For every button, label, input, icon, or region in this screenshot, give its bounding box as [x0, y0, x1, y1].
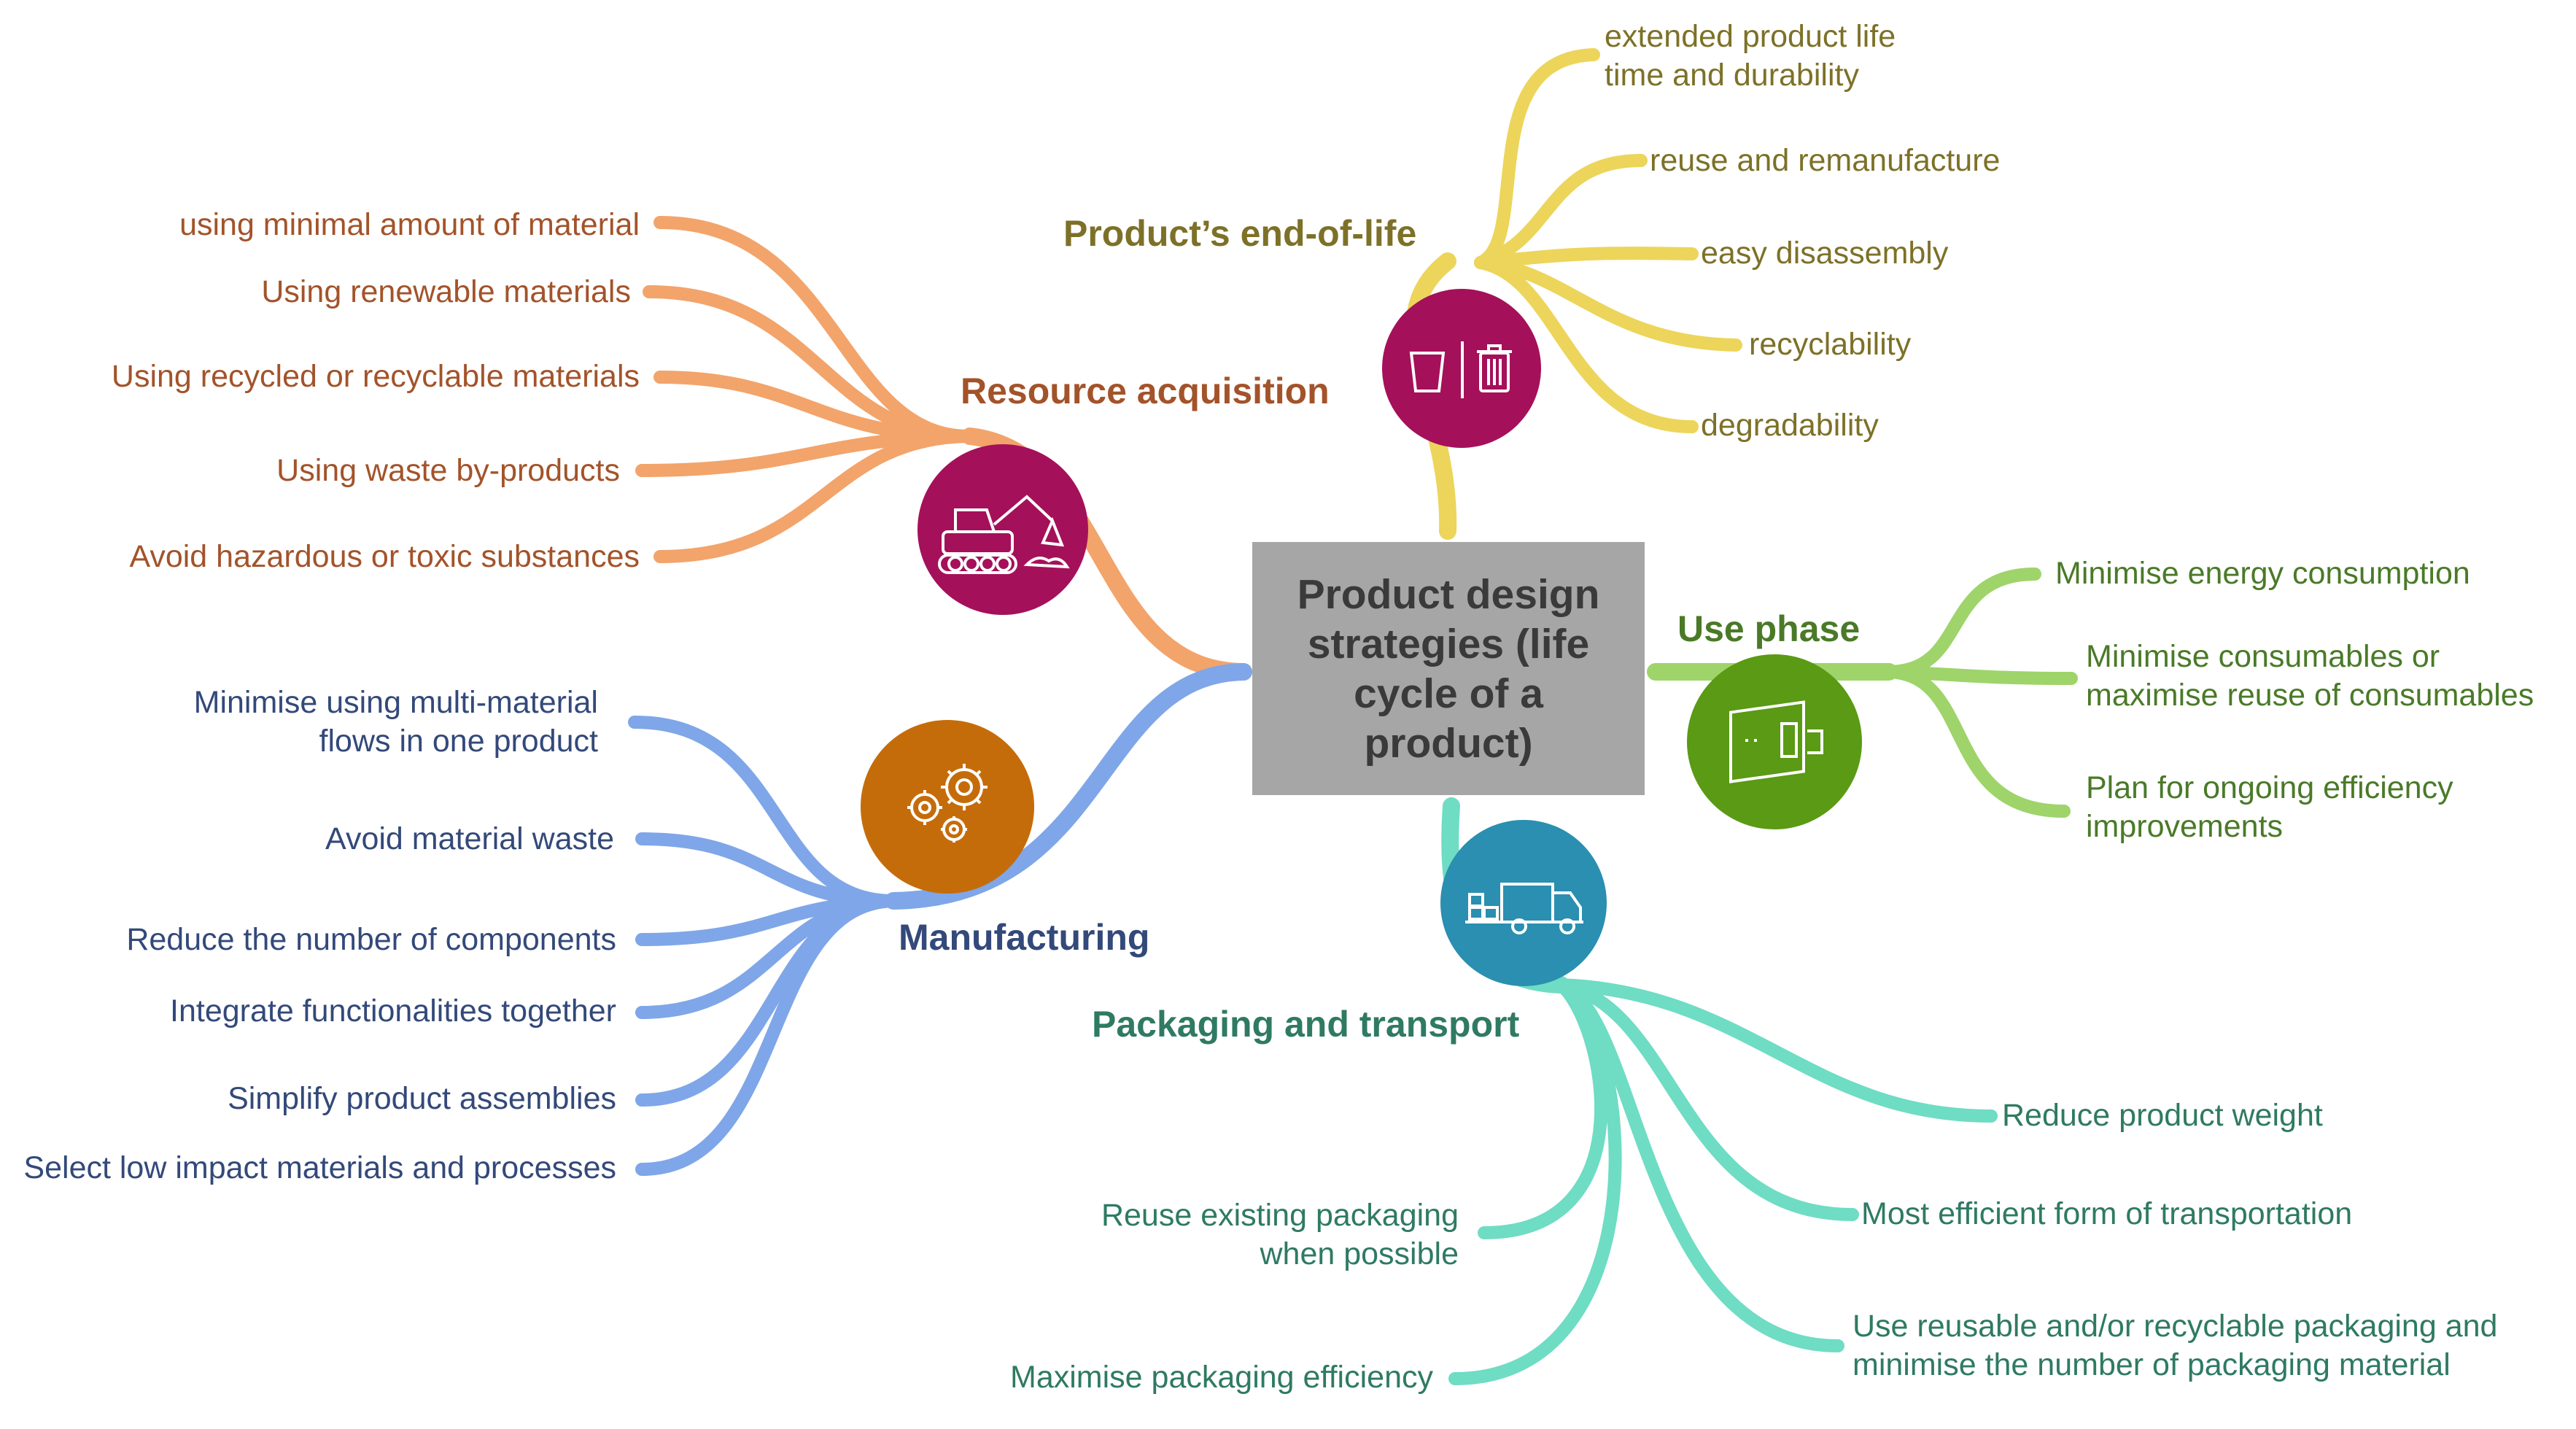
- manufacturing-title[interactable]: Manufacturing: [899, 917, 1150, 958]
- resource-item[interactable]: using minimal amount of material: [179, 207, 640, 242]
- packaging-item[interactable]: Most efficient form of transportation: [1861, 1196, 2353, 1231]
- resource-leaf-connector: [643, 285, 977, 444]
- manufacturing-item[interactable]: Minimise using multi-material flows in o…: [193, 685, 598, 759]
- resource-item[interactable]: Avoid hazardous or toxic substances: [129, 539, 640, 574]
- manufacturing-item[interactable]: Avoid material waste: [325, 821, 614, 856]
- delivery-truck-icon: [1465, 883, 1583, 934]
- resource-item[interactable]: Using renewable materials: [261, 274, 631, 309]
- resource-acquisition-node[interactable]: [917, 444, 1088, 615]
- packaging-leaf-connector: [1554, 978, 1859, 1221]
- excavator-icon: [938, 495, 1070, 574]
- eol-leaf-connector: [1474, 256, 1742, 352]
- packaging-item[interactable]: Maximise packaging efficiency: [1010, 1360, 1433, 1395]
- eol-item[interactable]: extended product life time and durabilit…: [1605, 19, 1896, 93]
- central-topic-box[interactable]: Product design strategies (life cycle of…: [1252, 542, 1645, 795]
- manufacturing-leaf-connector: [635, 894, 900, 1107]
- packaging-leaf-connector: [1448, 978, 1622, 1385]
- use-item[interactable]: Minimise consumables or maximise reuse o…: [2086, 639, 2534, 713]
- gears-icon: [907, 764, 988, 843]
- use-phase-node[interactable]: [1687, 654, 1862, 829]
- eol-item[interactable]: degradability: [1701, 408, 1879, 443]
- eol-leaf-connector: [1474, 154, 1648, 269]
- eol-leaf-connector: [1474, 247, 1699, 269]
- manufacturing-item[interactable]: Reduce the number of components: [126, 922, 616, 957]
- packaging-leaf-connector: [1554, 978, 1998, 1123]
- resource-leaf-connector: [653, 430, 977, 563]
- packaging-item[interactable]: Use reusable and/or recyclable packaging…: [1853, 1309, 2498, 1382]
- manufacturing-item[interactable]: Simplify product assemblies: [228, 1081, 616, 1116]
- end-of-life-title[interactable]: Product’s end-of-life: [1063, 213, 1417, 254]
- packaging-item[interactable]: Reuse existing packaging when possible: [1101, 1198, 1459, 1271]
- manufacturing-leaf-connector: [635, 894, 900, 1176]
- eol-item[interactable]: recyclability: [1749, 327, 1912, 362]
- use-item[interactable]: Plan for ongoing efficiency improvements: [2086, 770, 2453, 844]
- resource-acquisition-title[interactable]: Resource acquisition: [961, 371, 1330, 411]
- power-socket-icon: [1729, 700, 1823, 783]
- eol-leaf-connector: [1474, 48, 1600, 269]
- packaging-transport-title[interactable]: Packaging and transport: [1092, 1004, 1520, 1045]
- manufacturing-item[interactable]: Integrate functionalities together: [170, 994, 616, 1029]
- resource-item[interactable]: Using recycled or recyclable materials: [111, 359, 640, 394]
- packaging-branches: [1441, 797, 1998, 1385]
- use-phase-title[interactable]: Use phase: [1677, 608, 1861, 649]
- eol-item[interactable]: easy disassembly: [1701, 236, 1949, 271]
- packaging-transport-node[interactable]: [1440, 820, 1607, 986]
- resource-item[interactable]: Using waste by-products: [276, 453, 620, 488]
- manufacturing-branches: [628, 663, 1252, 1176]
- use-item[interactable]: Minimise energy consumption: [2055, 556, 2470, 591]
- manufacturing-item[interactable]: Select low impact materials and processe…: [23, 1150, 616, 1185]
- central-topic-label: Product design strategies (life cycle of…: [1297, 570, 1600, 767]
- use-leaf-connector: [1882, 665, 2071, 818]
- manufacturing-node[interactable]: [861, 720, 1034, 894]
- end-of-life-node[interactable]: [1382, 289, 1541, 448]
- eol-leaf-connector: [1474, 256, 1699, 433]
- use-leaf-connector: [1882, 568, 2041, 678]
- recycle-bin-icon: [1409, 341, 1512, 398]
- eol-item[interactable]: reuse and remanufacture: [1650, 143, 2001, 178]
- packaging-item[interactable]: Reduce product weight: [2002, 1098, 2323, 1133]
